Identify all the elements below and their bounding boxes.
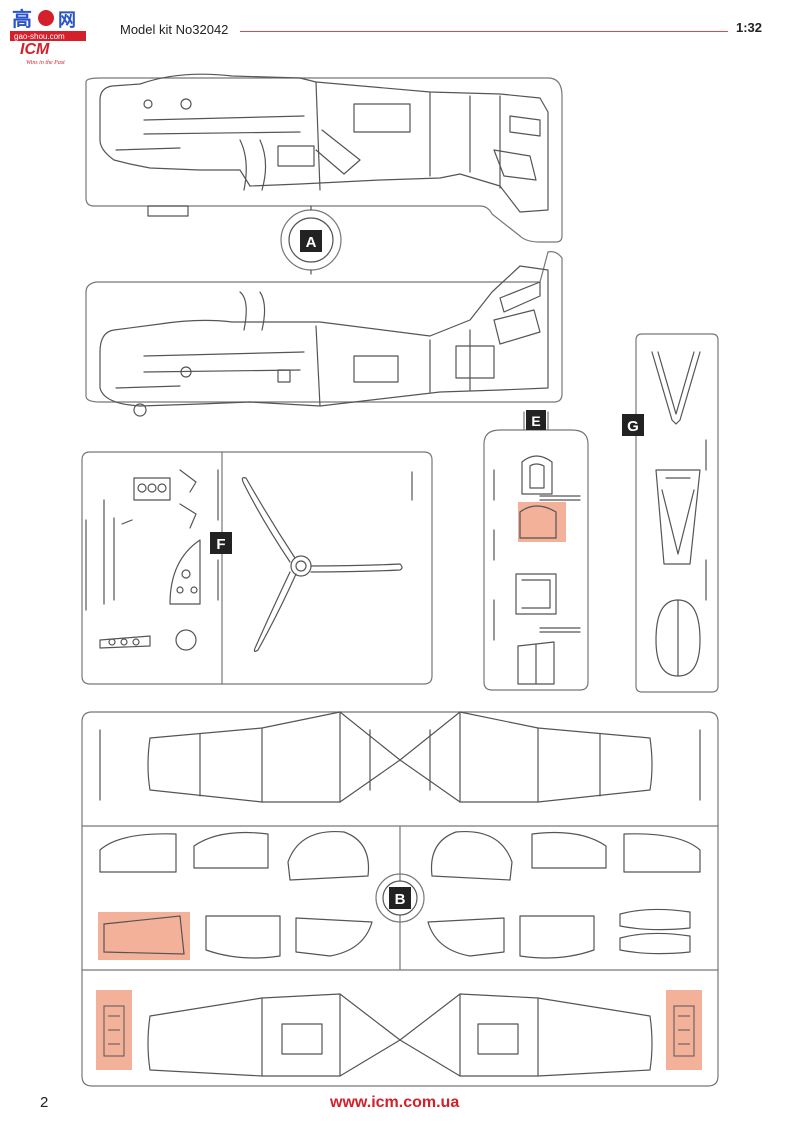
highlight-sprue-e-part: [518, 502, 566, 542]
logo-brand: ICM: [20, 41, 50, 58]
logo-tagline: Wins in the Past: [26, 60, 65, 66]
logo-subtext: gao-shou.com: [14, 32, 65, 41]
highlighted-parts: [96, 502, 702, 1070]
sprue-label-b-box: [389, 887, 411, 909]
sprue-e: [483, 411, 589, 691]
header-rule: [240, 31, 728, 32]
footer-url-link[interactable]: www.icm.com.ua: [330, 1094, 460, 1111]
logo-star-icon: [38, 10, 54, 26]
logo-text-top: 高: [12, 7, 32, 31]
sprue-label-a-box: [300, 230, 322, 252]
sprue-a: [85, 73, 563, 417]
sprue-label-f-box: [210, 532, 232, 554]
scale-label: 1:32: [736, 20, 763, 35]
sprue-label-e: E: [531, 413, 540, 429]
icm-logo: 高 网 gao-shou.com ICM Wins in the Past: [6, 4, 106, 66]
logo-text-top2: 网: [58, 10, 76, 31]
page-title: Model kit No32042: [120, 22, 229, 37]
sprue-labels: A B E F G: [210, 230, 644, 909]
sprue-f: [81, 451, 433, 685]
sprue-label-a: A: [306, 234, 317, 251]
sprue-label-e-box: [526, 410, 546, 430]
page-number: 2: [40, 1094, 49, 1111]
sprue-g: [635, 333, 719, 693]
sprue-label-g-box: [622, 414, 644, 436]
sprue-label-g: G: [627, 418, 639, 435]
sprue-label-f: F: [216, 536, 225, 553]
sprue-label-b: B: [395, 891, 406, 908]
